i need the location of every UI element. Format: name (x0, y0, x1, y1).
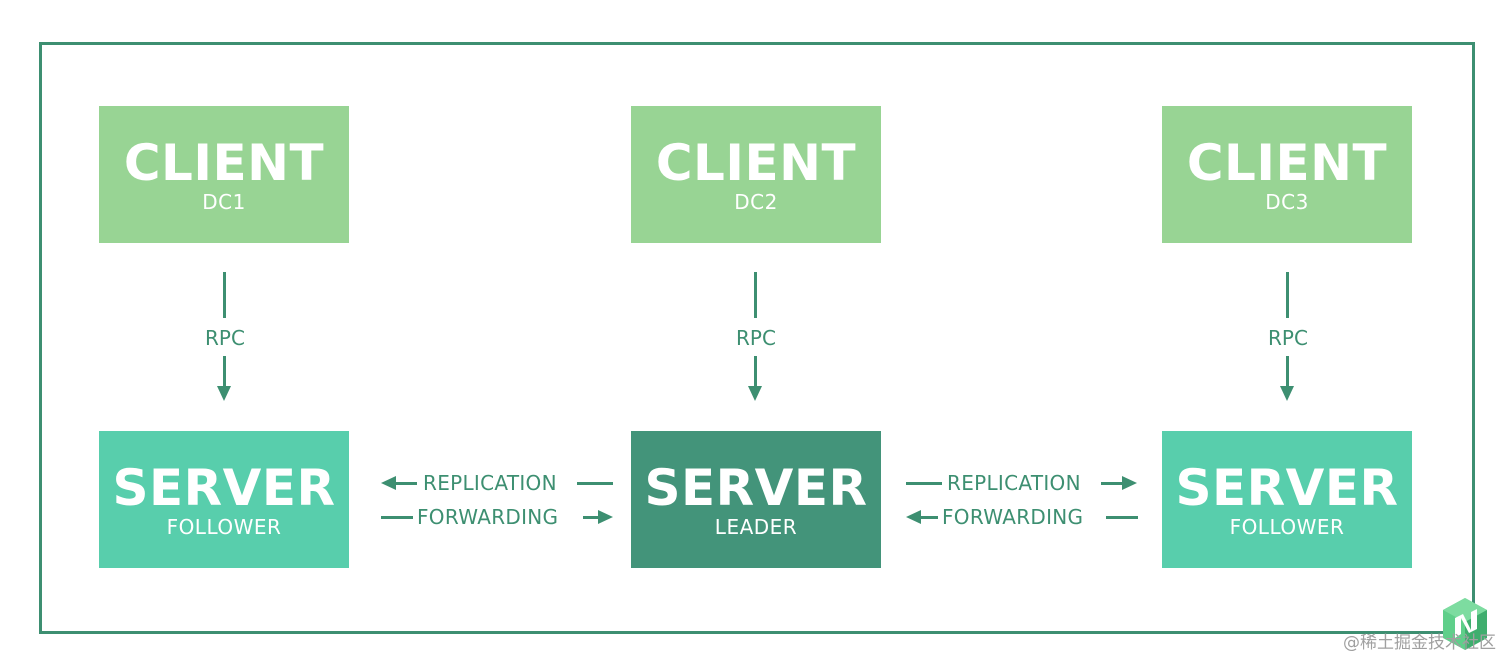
client-dc1-subtitle: DC1 (202, 189, 246, 214)
server-follower-right-box: SERVER FOLLOWER (1162, 431, 1412, 568)
forwarding-arrow-right-shaft-b (1106, 516, 1138, 519)
replication-arrow-right-shaft-b (1101, 482, 1123, 485)
rpc-arrow-dc2-shaft-bottom (754, 356, 757, 390)
server-follower-left-title: SERVER (112, 458, 336, 517)
server-follower-right-subtitle: FOLLOWER (1229, 514, 1345, 539)
diagram-frame (39, 42, 1475, 634)
replication-arrow-left: REPLICATION (381, 470, 613, 496)
rpc-arrow-dc1-shaft-bottom (223, 356, 226, 390)
rpc-arrow-dc1: RPC (195, 272, 255, 404)
client-dc2-title: CLIENT (655, 133, 857, 192)
rpc-arrow-dc3-shaft-bottom (1286, 356, 1289, 390)
rpc-arrow-dc3-label: RPC (1268, 326, 1308, 350)
client-dc1-title: CLIENT (123, 133, 325, 192)
forwarding-arrow-right-label: FORWARDING (942, 505, 1084, 529)
arrow-down-icon (217, 386, 231, 401)
client-dc2-subtitle: DC2 (734, 189, 778, 214)
arrow-right-icon (598, 510, 613, 524)
replication-arrow-right-label: REPLICATION (947, 471, 1081, 495)
server-leader-subtitle: LEADER (714, 514, 798, 539)
replication-arrow-left-shaft-a (395, 482, 417, 485)
forwarding-arrow-left-shaft-b (583, 516, 601, 519)
server-follower-left-subtitle: FOLLOWER (166, 514, 282, 539)
server-follower-right-title: SERVER (1175, 458, 1399, 517)
arrow-down-icon (1280, 386, 1294, 401)
rpc-arrow-dc3-shaft-top (1286, 272, 1289, 318)
forwarding-arrow-right: FORWARDING (906, 504, 1138, 530)
replication-arrow-left-shaft-b (577, 482, 613, 485)
server-leader-box: SERVER LEADER (631, 431, 881, 568)
forwarding-arrow-left-label: FORWARDING (417, 505, 559, 529)
rpc-arrow-dc1-shaft-top (223, 272, 226, 318)
client-dc3-title: CLIENT (1186, 133, 1388, 192)
rpc-arrow-dc2-label: RPC (736, 326, 776, 350)
replication-arrow-left-label: REPLICATION (423, 471, 557, 495)
rpc-arrow-dc2: RPC (726, 272, 786, 404)
rpc-arrow-dc2-shaft-top (754, 272, 757, 318)
client-dc1-box: CLIENT DC1 (99, 106, 349, 243)
client-dc3-subtitle: DC3 (1265, 189, 1309, 214)
nomad-logo-icon (1443, 598, 1487, 650)
arrow-down-icon (748, 386, 762, 401)
replication-arrow-right: REPLICATION (906, 470, 1138, 496)
server-follower-left-box: SERVER FOLLOWER (99, 431, 349, 568)
forwarding-arrow-left-shaft-a (381, 516, 413, 519)
server-leader-title: SERVER (644, 458, 868, 517)
rpc-arrow-dc3: RPC (1258, 272, 1318, 404)
arrow-left-icon (381, 476, 396, 490)
rpc-arrow-dc1-label: RPC (205, 326, 245, 350)
arrow-right-icon (1122, 476, 1137, 490)
arrow-left-icon (906, 510, 921, 524)
client-dc2-box: CLIENT DC2 (631, 106, 881, 243)
forwarding-arrow-left: FORWARDING (381, 504, 613, 530)
client-dc3-box: CLIENT DC3 (1162, 106, 1412, 243)
replication-arrow-right-shaft-a (906, 482, 942, 485)
forwarding-arrow-right-shaft-a (920, 516, 938, 519)
watermark-text: @稀土掘金技术社区 (1343, 633, 1496, 653)
